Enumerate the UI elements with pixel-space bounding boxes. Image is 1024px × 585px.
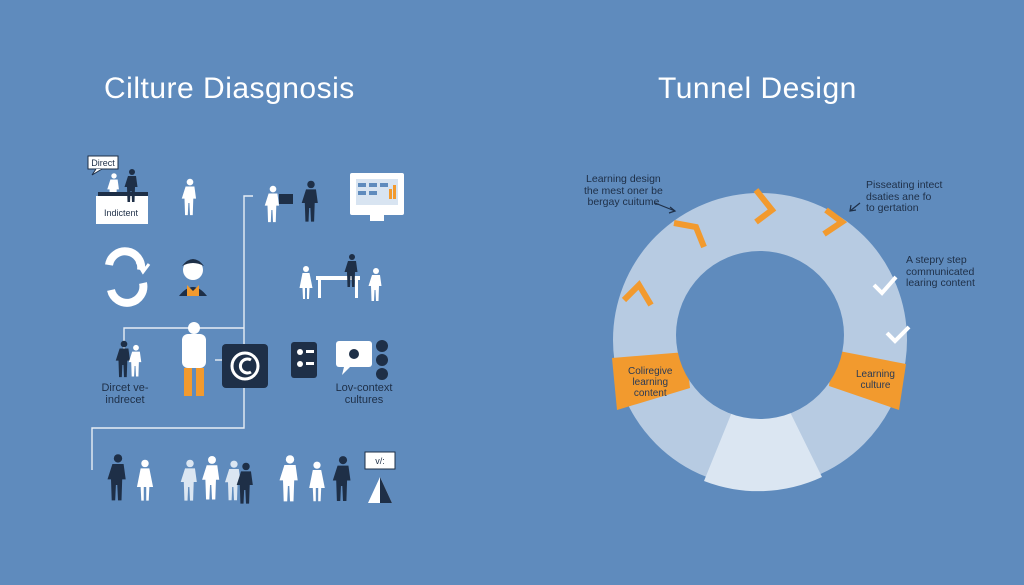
ring-right-orange-segment — [829, 350, 906, 410]
presenter-coat-icon — [182, 322, 206, 396]
ring-left-orange-segment — [612, 352, 690, 410]
dashboard-screen-icon — [350, 173, 404, 221]
note-learning-design: Learning design the mest oner be bergay … — [584, 173, 663, 208]
direct-indirect-meeting-icon: Direct Indictent — [87, 155, 148, 224]
culture-diagnosis-title: Cilture Diasgnosis — [104, 72, 355, 105]
conversation-pair-icon — [115, 340, 142, 378]
note-arrows — [654, 202, 861, 214]
avatar-portrait-icon — [179, 257, 207, 296]
direct-tag-label: Direct — [91, 158, 115, 168]
ring-checkmarks — [872, 275, 911, 344]
direct-vs-indirect-label: Dircet ve-indrecet — [101, 382, 148, 406]
indirect-tag-label: Indictent — [104, 208, 139, 218]
refresh-cycle-icon — [105, 247, 151, 307]
connector-lines — [91, 195, 253, 470]
copyright-logo-icon — [222, 344, 268, 388]
team-meeting-table-icon — [299, 254, 382, 301]
ring-chevrons — [621, 188, 848, 307]
tunnel-design-title: Tunnel Design — [658, 72, 857, 105]
note-step-by-step: A stepry step communicated learing conte… — [906, 254, 975, 289]
standing-person-icon — [181, 178, 197, 216]
laptop-user-icon — [264, 180, 318, 223]
ring-bottom-light-segment — [704, 412, 822, 492]
segment-label-collaborative: Coliregive learning content — [628, 366, 673, 399]
tunnel-ring — [612, 193, 907, 492]
people-group-icon — [107, 454, 351, 504]
checklist-panel-icon — [291, 342, 317, 378]
presentation-slide-icon: v/: — [364, 451, 396, 503]
slide-tag-label: v/: — [375, 456, 385, 466]
chat-bubble-dots-icon — [336, 340, 388, 380]
note-pisseating-intect: Pisseating intect dsaties ane fo to gert… — [866, 179, 943, 214]
segment-label-learning-culture: Learning culture — [856, 369, 895, 391]
